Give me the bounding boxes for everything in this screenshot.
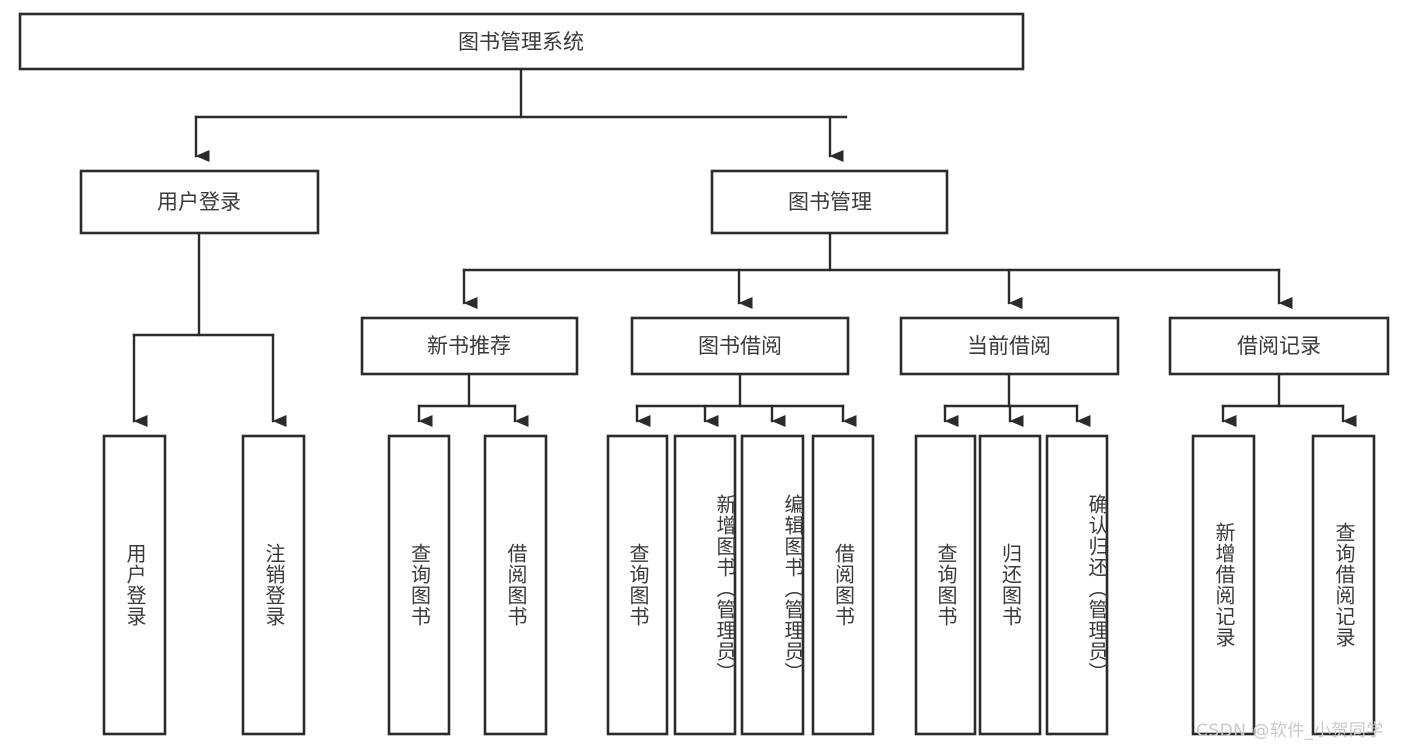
leaf-box-query-book-2[interactable] xyxy=(606,434,669,736)
leaf-box-add-record[interactable] xyxy=(1191,434,1256,736)
node-borrow-record-label: 借阅记录 xyxy=(1237,334,1321,358)
node-book-borrow-label: 图书借阅 xyxy=(698,334,782,358)
leaf-box-borrow-book-1[interactable] xyxy=(483,434,548,736)
leaf-box-borrow-book-2[interactable] xyxy=(811,434,875,736)
leaf-box-query-book-3[interactable] xyxy=(914,434,977,736)
leaf-box-user-login[interactable] xyxy=(102,434,167,736)
leaf-box-confirm-return[interactable] xyxy=(1045,434,1109,736)
node-current-borrow-label: 当前借阅 xyxy=(967,334,1051,358)
node-current-borrow[interactable]: 当前借阅 xyxy=(899,316,1120,376)
node-borrow-record[interactable]: 借阅记录 xyxy=(1168,316,1390,376)
leaf-box-return-book[interactable] xyxy=(978,434,1042,736)
leaf-box-query-book-1[interactable] xyxy=(387,434,451,736)
node-new-book-rec[interactable]: 新书推荐 xyxy=(360,316,579,376)
connector-newbookrec-to-leaves xyxy=(417,372,529,427)
node-root[interactable]: 图书管理系统 xyxy=(18,12,1025,71)
leaf-box-add-book[interactable] xyxy=(673,434,737,736)
node-root-label: 图书管理系统 xyxy=(458,30,584,54)
csdn-watermark: CSDN @软件_小贺同学 xyxy=(1196,721,1384,741)
connector-currentborrow-to-leaves xyxy=(943,372,1091,427)
node-book-manage-label: 图书管理 xyxy=(788,190,872,214)
connector-bookmanage-to-level3 xyxy=(462,231,1293,309)
connector-root-to-level2 xyxy=(194,67,848,162)
leaf-box-edit-book[interactable] xyxy=(740,434,805,736)
leaf-boxes xyxy=(102,434,1376,736)
node-book-manage[interactable]: 图书管理 xyxy=(710,169,949,235)
node-user-login-label: 用户登录 xyxy=(157,190,241,214)
leaf-box-query-record[interactable] xyxy=(1311,434,1376,736)
node-book-borrow[interactable]: 图书借阅 xyxy=(630,316,850,376)
leaf-box-logout[interactable] xyxy=(241,434,306,736)
connector-bookborrow-to-leaves xyxy=(635,372,857,427)
node-user-login[interactable]: 用户登录 xyxy=(79,169,320,235)
connector-userlogin-to-leaves xyxy=(132,231,287,427)
node-new-book-rec-label: 新书推荐 xyxy=(427,334,511,358)
connector-borrowrecord-to-leaves xyxy=(1221,372,1357,427)
